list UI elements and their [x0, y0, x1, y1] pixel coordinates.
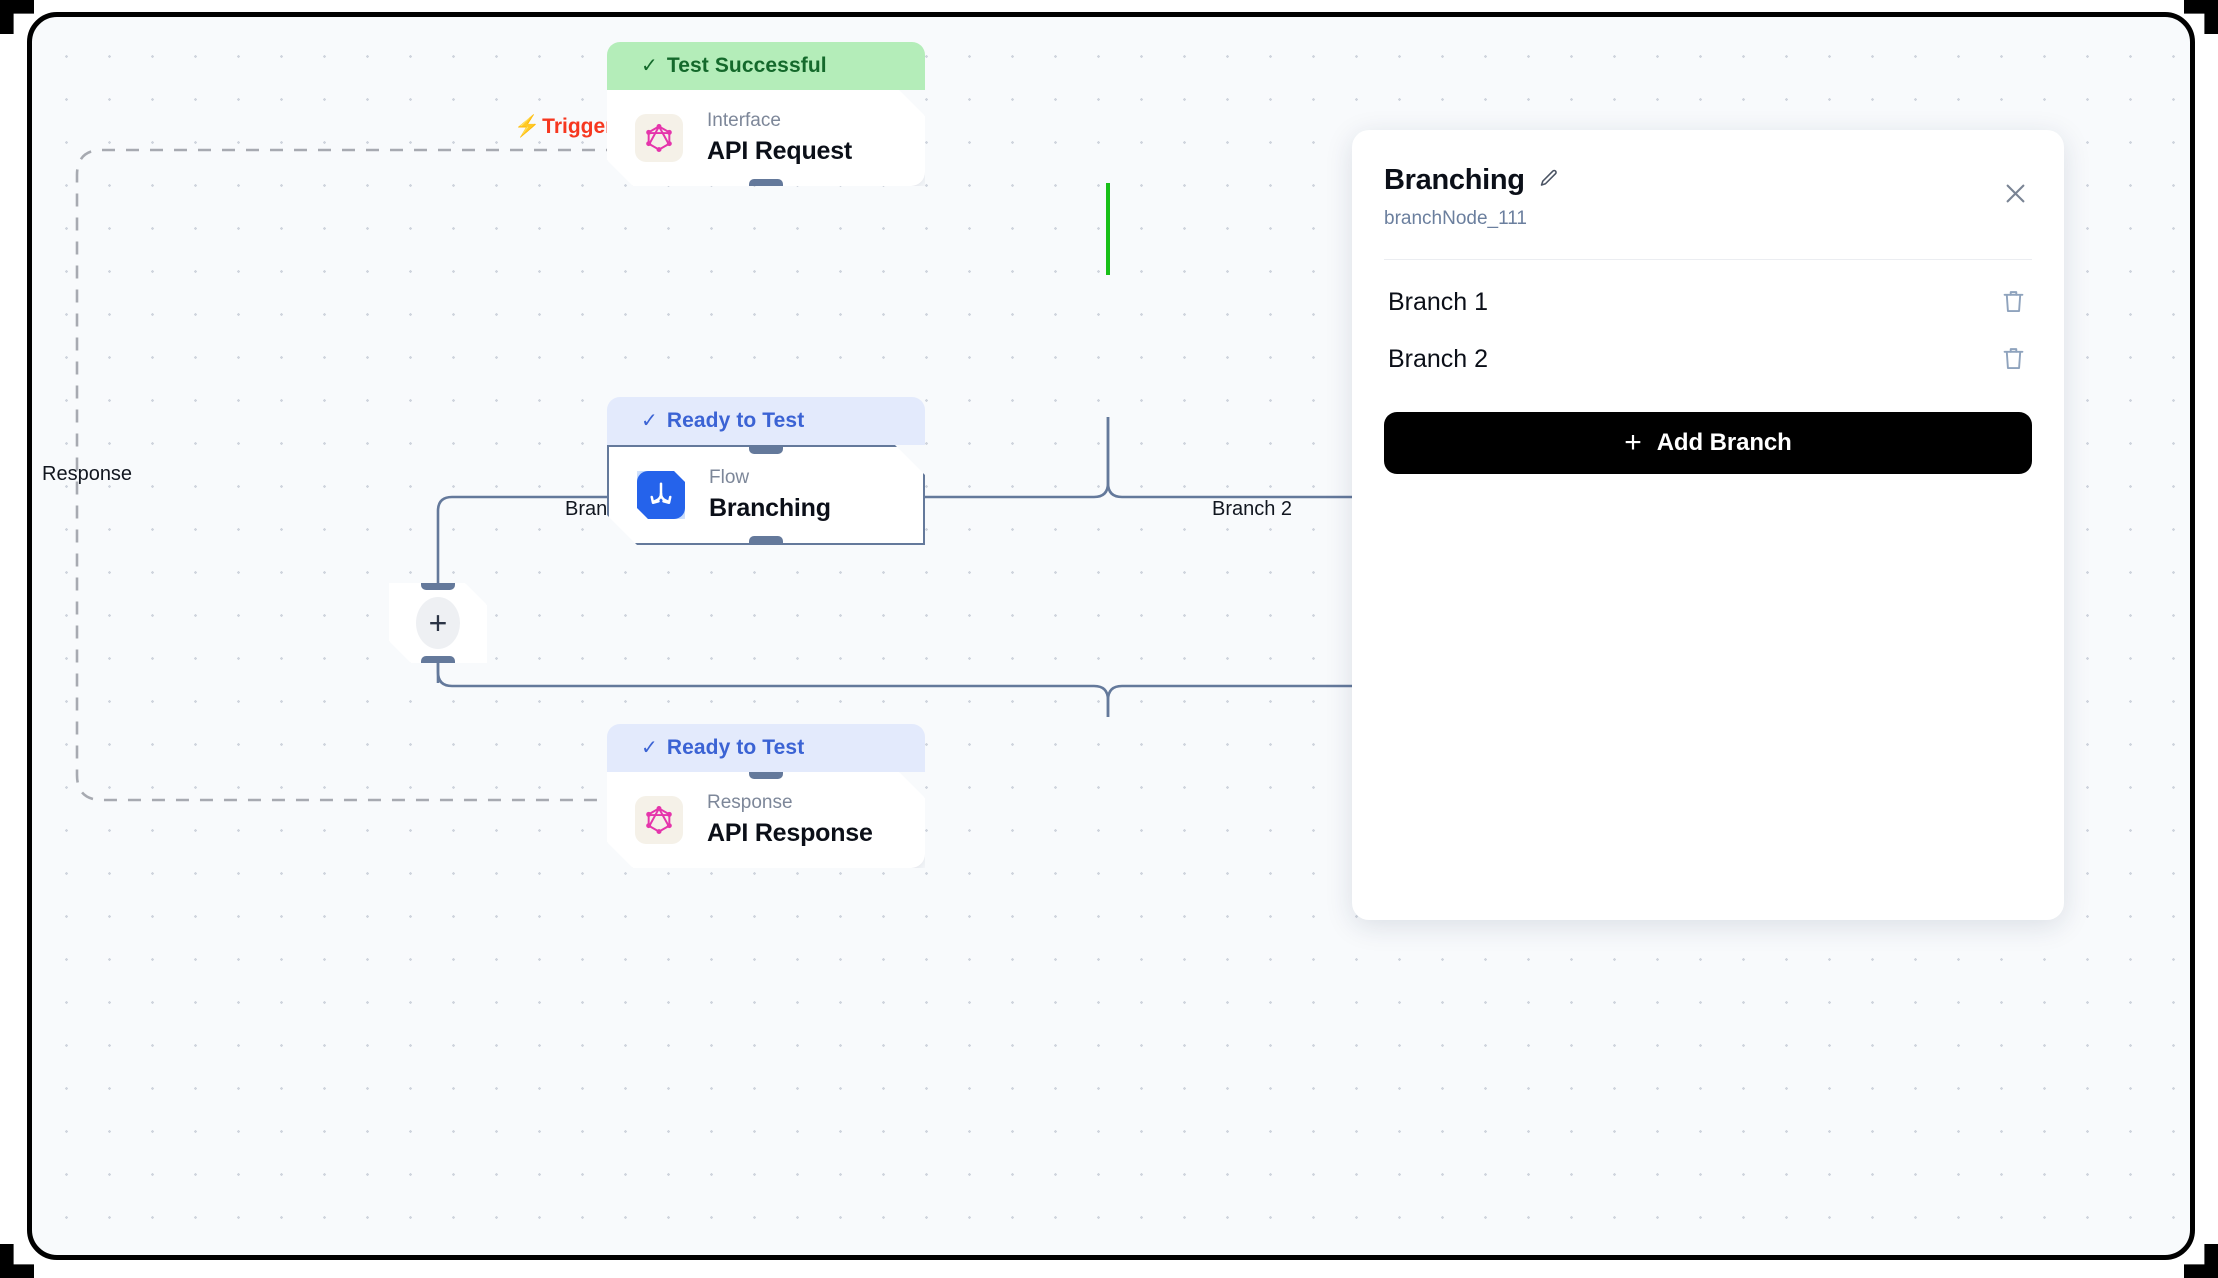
branch-2-edge-label: Branch 2 — [1212, 498, 1293, 520]
branch-name: Branch 2 — [1388, 344, 1489, 373]
trash-icon[interactable] — [2000, 344, 2028, 374]
node-title-api-response: API Response — [707, 819, 873, 847]
node-api-response[interactable]: ✓Ready to Test Response API Response — [607, 724, 925, 868]
branch-name: Branch 1 — [1388, 287, 1489, 316]
node-api-request[interactable]: ✓Test Successful Interface API Reque — [607, 42, 925, 186]
corner-mark-bottom-left — [0, 1244, 34, 1278]
edge-branch-1-merge — [436, 657, 1110, 717]
trigger-boundary-path — [75, 148, 667, 802]
node-branching[interactable]: ✓Ready to Test Flow Branching — [607, 397, 925, 545]
lightning-bolt-icon: ⚡ — [514, 115, 541, 138]
node-title-branching: Branching — [709, 494, 831, 522]
response-boundary-label: Response — [42, 463, 133, 485]
node-status-branching: ✓Ready to Test — [607, 397, 925, 445]
node-body-api-response[interactable]: Response API Response — [607, 772, 925, 868]
graphql-icon — [635, 114, 683, 162]
panel-divider — [1384, 259, 2032, 260]
add-branch-label: Add Branch — [1656, 429, 1792, 456]
check-icon: ✓ — [641, 410, 658, 432]
branching-arrows-icon — [637, 471, 685, 519]
graphql-icon — [635, 796, 683, 844]
check-icon: ✓ — [641, 55, 658, 77]
branch-settings-panel: Branching branchNode_111 Branch 1 — [1352, 130, 2064, 920]
node-status-api-response: ✓Ready to Test — [607, 724, 925, 772]
node-body-branching[interactable]: Flow Branching — [607, 445, 925, 545]
close-icon[interactable] — [1998, 176, 2032, 210]
node-body-api-request[interactable]: Interface API Request — [607, 90, 925, 186]
panel-header: Branching branchNode_111 — [1384, 130, 2032, 260]
branch-row[interactable]: Branch 1 — [1384, 260, 2032, 317]
node-status-api-request: ✓Test Successful — [607, 42, 925, 90]
plus-icon[interactable]: + — [416, 597, 460, 649]
panel-node-id: branchNode_111 — [1384, 208, 1527, 229]
workflow-canvas[interactable]: ⚡ Trigger Response Branch 1 Branch 2 ✓Te… — [27, 12, 2195, 1260]
check-icon: ✓ — [641, 737, 658, 759]
node-title-api-request: API Request — [707, 137, 853, 165]
trash-icon[interactable] — [2000, 287, 2028, 317]
panel-title: Branching — [1384, 164, 1525, 196]
node-add-step-branch-1[interactable]: + — [389, 583, 487, 663]
pencil-icon[interactable] — [1538, 168, 1559, 194]
branch-2-edge-label-clip: Branch 2 — [1212, 489, 1325, 529]
trigger-label: ⚡ Trigger — [514, 115, 614, 138]
plus-icon: + — [1624, 426, 1642, 459]
node-kind-api-request: Interface — [707, 110, 781, 131]
add-branch-button[interactable]: + Add Branch — [1384, 412, 2032, 474]
node-kind-api-response: Response — [707, 792, 793, 813]
branch-row[interactable]: Branch 2 — [1384, 317, 2032, 374]
node-kind-branching: Flow — [709, 467, 750, 488]
